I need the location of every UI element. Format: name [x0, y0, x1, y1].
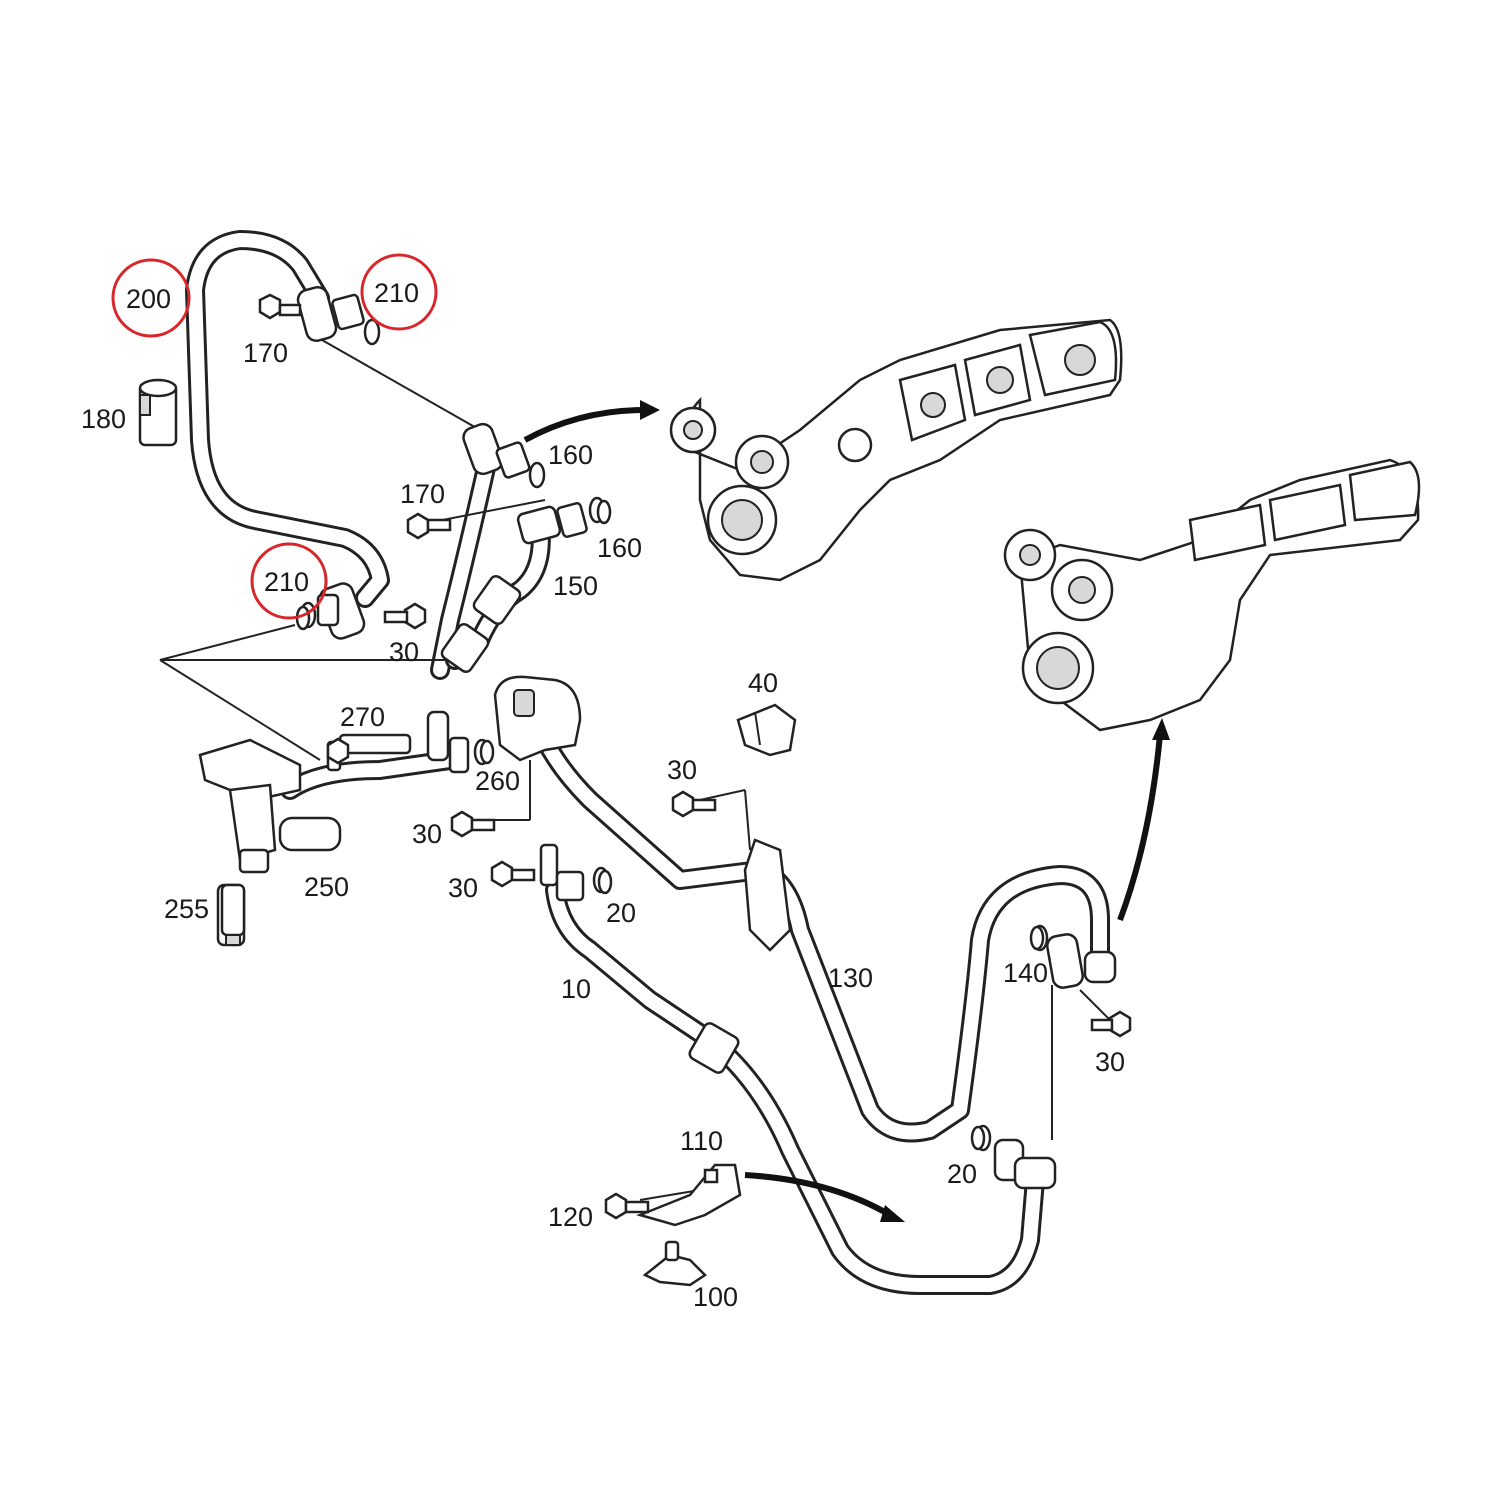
bolt-30-left: [450, 810, 496, 838]
highlight-circles: [111, 253, 438, 620]
coolant-pipe-130: [535, 730, 1110, 1143]
part-labels: 200 210 210 170 170 180 160 160 150 30 2…: [81, 278, 1125, 1312]
label-40: 40: [748, 668, 778, 698]
turbocharger-lower-icon: [1003, 458, 1421, 732]
arrow-to-upper-turbo: [523, 407, 646, 443]
highlight-210-top: [360, 253, 438, 331]
label-210-mid: 210: [264, 567, 309, 597]
label-30-low: 30: [448, 873, 478, 903]
label-30-left: 30: [412, 819, 442, 849]
label-170-top: 170: [243, 338, 288, 368]
clip-40-icon: [736, 703, 797, 757]
label-120: 120: [548, 1202, 593, 1232]
label-20-right: 20: [947, 1159, 977, 1189]
label-30-mid: 30: [667, 755, 697, 785]
highlight-210-mid: [250, 542, 328, 620]
label-250: 250: [304, 872, 349, 902]
label-210-top: 210: [374, 278, 419, 308]
bracket-110-icon: [636, 1163, 742, 1227]
arrow-to-lower-turbo: [1117, 734, 1163, 922]
label-180: 180: [81, 404, 126, 434]
label-160-lower: 160: [597, 533, 642, 563]
coolant-pipe-270: [280, 750, 460, 800]
coolant-pipe-10: [545, 880, 1045, 1295]
label-150: 150: [553, 571, 598, 601]
arrow-head-lower: [1152, 718, 1170, 740]
label-260: 260: [475, 766, 520, 796]
bolt-30-low: [490, 860, 536, 888]
bolt-170-mid: [406, 512, 452, 540]
bushing-180-icon: [138, 378, 178, 447]
label-130: 130: [828, 963, 873, 993]
bolt-icon-group: [220, 293, 1132, 1220]
label-20-left: 20: [606, 898, 636, 928]
label-30-right: 30: [1095, 1047, 1125, 1077]
seal-ring-icon-group: [295, 499, 1045, 1151]
bolt-270: [326, 737, 350, 765]
label-170-mid: 170: [400, 479, 445, 509]
bolt-30-right: [1090, 1010, 1132, 1038]
arrow-to-right: [744, 1172, 892, 1218]
fitting-group-mid: [198, 675, 582, 947]
label-160-upper: 160: [548, 440, 593, 470]
label-200: 200: [126, 284, 171, 314]
clip-100-icon: [642, 1240, 707, 1287]
bolt-170-top: [258, 293, 302, 320]
turbocharger-upper-icon: [669, 318, 1123, 582]
highlight-200: [111, 258, 191, 338]
plug-255: [220, 883, 246, 946]
label-255: 255: [164, 894, 209, 924]
fitting-group-low: [539, 838, 1117, 1190]
flow-arrows: [523, 400, 1170, 1222]
label-110: 110: [680, 1126, 723, 1156]
label-140: 140: [1003, 958, 1048, 988]
label-100: 100: [693, 1282, 738, 1312]
label-270: 270: [340, 702, 385, 732]
arrow-head-right: [880, 1205, 905, 1222]
label-30-upper: 30: [389, 637, 419, 667]
leader-lines: [159, 339, 1111, 1201]
label-10: 10: [561, 974, 591, 1004]
bolt-120: [604, 1192, 650, 1220]
bolt-30-upper: [383, 602, 427, 630]
coolant-pipe-200: [185, 230, 390, 608]
arrow-head-upper: [640, 400, 660, 420]
bolt-30-mid: [671, 790, 717, 818]
